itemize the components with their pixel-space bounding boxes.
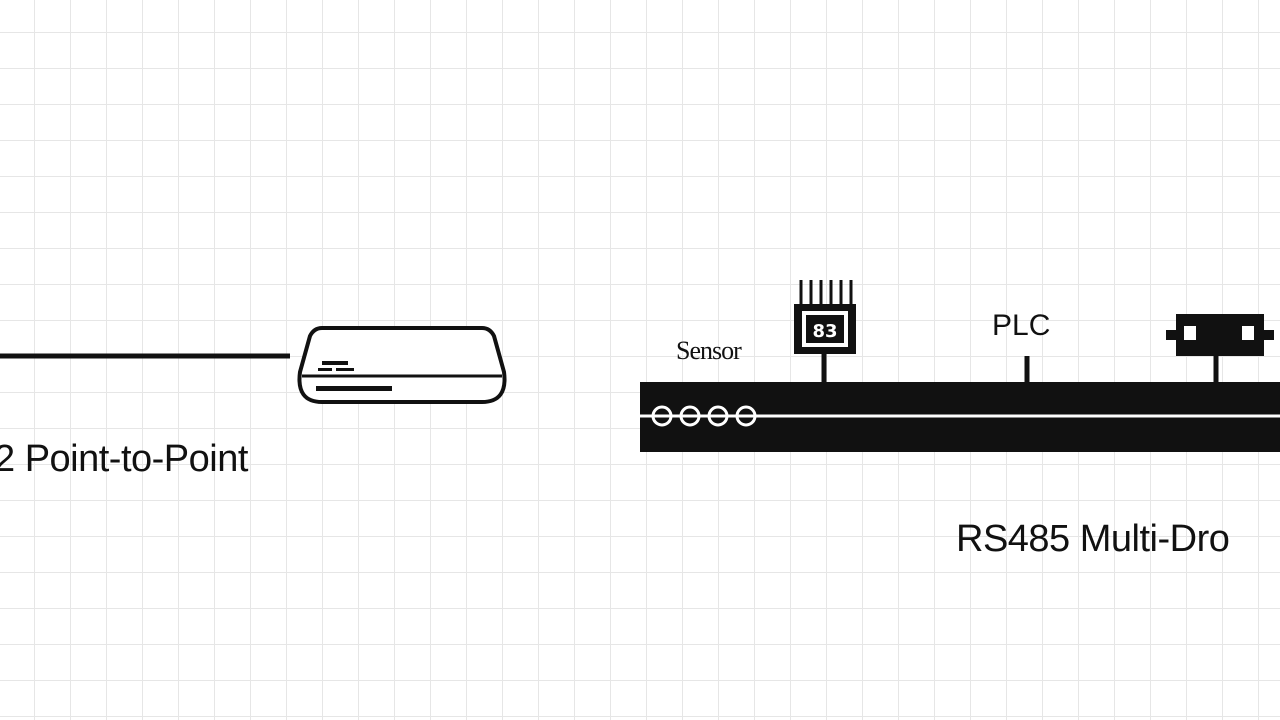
rs485-bus [640,382,1280,452]
network-device-icon [297,326,507,404]
multi-drop-title: RS485 Multi-Dro [956,518,1230,560]
chip-icon: 83 [794,280,856,384]
plc-label: PLC [992,309,1051,342]
chip-text: 83 [812,321,837,342]
sensor-label: Sensor [676,336,742,365]
point-to-point-title: 2 Point-to-Point [0,438,248,480]
connector-icon [1166,314,1274,384]
twisted-pair-icon [651,405,757,427]
